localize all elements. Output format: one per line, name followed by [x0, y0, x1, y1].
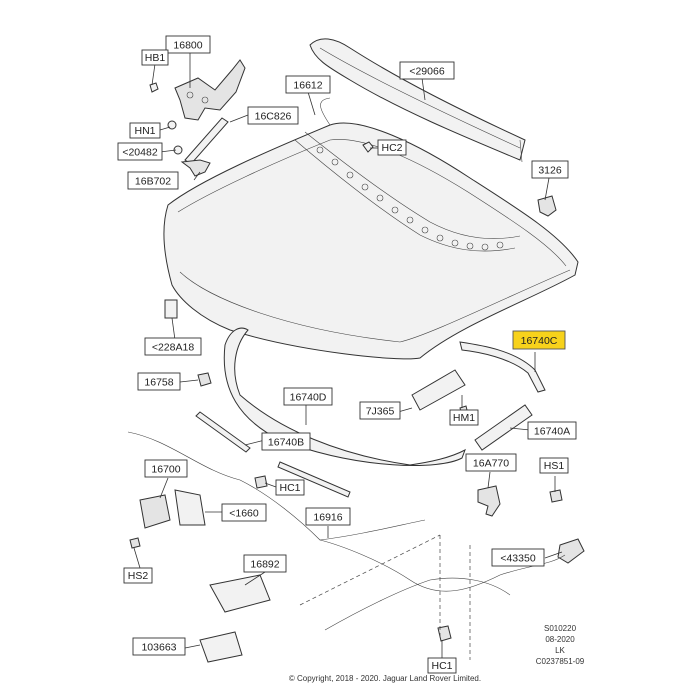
part-7j365	[411, 369, 466, 411]
callout-label: <228A18	[152, 342, 194, 354]
part-228a18	[164, 299, 178, 319]
callout-16740c: 16740C	[512, 330, 566, 350]
callout-hc2: HC2	[377, 139, 407, 156]
callout-label: HC1	[431, 660, 452, 672]
hinge-assembly	[149, 59, 246, 177]
callout-hs1: HS1	[539, 457, 569, 474]
ref-line-2: 08-2020	[545, 635, 575, 644]
ref-line-1: S010220	[544, 624, 577, 633]
part-hs2	[129, 537, 141, 549]
callout-16758: 16758	[137, 372, 181, 391]
callout-16892: 16892	[243, 554, 287, 573]
part-103663	[199, 631, 243, 663]
part-16758	[197, 372, 212, 387]
callout-label: HB1	[145, 52, 166, 64]
callout-hc1-top: HC1	[275, 479, 305, 496]
callout-label: <29066	[409, 66, 444, 78]
part-16700	[139, 494, 171, 529]
callout-16b702: 16B702	[127, 171, 179, 190]
callout-label: HS1	[544, 460, 565, 472]
callout-label: 7J365	[366, 406, 395, 418]
callout-label: 3126	[538, 165, 562, 177]
part-hc1-top	[254, 475, 268, 489]
callout-hc1-bottom: HC1	[427, 657, 457, 674]
callout-16916: 16916	[305, 507, 351, 526]
callout-label: <43350	[500, 553, 535, 565]
callout-7j365: 7J365	[359, 401, 401, 420]
seal-16740c	[459, 341, 546, 393]
callout-label: 16800	[173, 40, 202, 52]
copyright-text: © Copyright, 2018 - 2020. Jaguar Land Ro…	[289, 674, 481, 683]
callout-label: 103663	[141, 642, 176, 654]
part-16740a	[474, 404, 533, 451]
callout-label: 16740B	[268, 437, 304, 449]
bonnet-panel	[163, 97, 579, 360]
callout-label: HS2	[128, 570, 149, 582]
callout-16c826: 16C826	[247, 106, 299, 125]
small-parts	[129, 141, 585, 663]
callout-label: 16740C	[521, 335, 558, 347]
reference-block: S010220 08-2020 LK C0237851-09	[536, 624, 585, 666]
seal-lower	[277, 461, 351, 498]
callout-label: <1660	[229, 508, 259, 520]
callout-label: 16758	[144, 377, 173, 389]
callout-103663: 103663	[132, 637, 186, 656]
seal-16740b	[195, 411, 251, 453]
callout-16800: 16800	[165, 35, 211, 54]
callout-label: 16C826	[255, 111, 292, 123]
part-43350	[557, 538, 585, 564]
part-3126	[537, 195, 557, 217]
callout-label: HN1	[134, 125, 155, 137]
part-hs1	[549, 489, 563, 503]
callouts: 16800 HB1 16612 <29066 16C826 HN1 <20482…	[117, 35, 577, 674]
callout-43350: <43350	[491, 548, 545, 567]
callout-20482: <20482	[117, 142, 163, 161]
callout-16700: 16700	[144, 459, 188, 478]
callout-228a18: <228A18	[144, 337, 202, 356]
callout-label: 16740A	[534, 426, 570, 438]
callout-label: 16892	[250, 559, 279, 571]
callout-hb1: HB1	[141, 49, 169, 66]
callout-hn1: HN1	[129, 122, 161, 139]
part-16a770	[477, 485, 501, 517]
cowl-panel	[309, 38, 526, 163]
callout-16740b: 16740B	[261, 432, 311, 451]
callout-label: 16916	[313, 512, 342, 524]
callout-hs2: HS2	[123, 567, 153, 584]
callout-label: HC1	[279, 482, 300, 494]
callout-label: HC2	[381, 142, 402, 154]
callout-29066: <29066	[399, 61, 455, 80]
callout-hm1: HM1	[449, 409, 479, 426]
part-16892	[209, 574, 271, 613]
callout-label: 16740D	[290, 392, 327, 404]
callout-label: 16700	[151, 464, 180, 476]
callout-16740d: 16740D	[283, 387, 333, 406]
callout-1660: <1660	[221, 503, 267, 522]
callout-3126: 3126	[531, 160, 569, 179]
release-cables	[127, 431, 566, 660]
leader-lines	[133, 52, 563, 658]
callout-16612: 16612	[285, 75, 331, 94]
callout-16740a: 16740A	[527, 421, 577, 440]
part-1660	[174, 489, 206, 526]
part-hc2	[362, 141, 374, 153]
callout-label: 16A770	[473, 458, 509, 470]
callout-label: <20482	[122, 147, 157, 159]
callout-16a770: 16A770	[465, 453, 517, 472]
callout-label: HM1	[453, 412, 475, 424]
ref-line-4: C0237851-09	[536, 657, 585, 666]
callout-label: 16612	[293, 80, 322, 92]
ref-line-3: LK	[555, 646, 565, 655]
callout-label: 16B702	[135, 176, 171, 188]
